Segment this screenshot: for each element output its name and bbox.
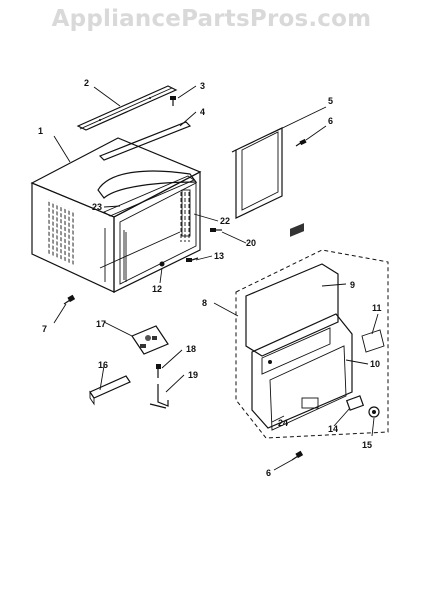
screw-3 <box>170 96 176 106</box>
callout-11: 11 <box>372 303 382 313</box>
screw-20 <box>210 228 222 232</box>
screw-12 <box>159 261 165 267</box>
callout-17: 17 <box>96 319 106 329</box>
rear-grille-part <box>231 127 283 219</box>
callout-24: 24 <box>278 418 288 428</box>
callout-1: 1 <box>38 126 43 136</box>
screw-18 <box>156 364 161 378</box>
callout-9: 9 <box>350 280 355 290</box>
callout-7: 7 <box>42 324 47 334</box>
seal-strip-part <box>98 121 192 161</box>
screw-13 <box>186 257 199 262</box>
watermark-logo: AppliancePartsPros.com <box>51 6 372 32</box>
front-panel-assembly-box <box>235 249 389 439</box>
callout-5: 5 <box>328 96 333 106</box>
fastener-15 <box>368 406 380 418</box>
screw-6-top <box>295 138 307 147</box>
side-seal-part <box>181 189 191 237</box>
callout-13: 13 <box>214 251 224 261</box>
callout-23: 23 <box>92 202 102 212</box>
callout-19: 19 <box>188 370 198 380</box>
top-rail-part <box>76 85 178 131</box>
callout-2: 2 <box>84 78 89 88</box>
insulation-part <box>97 170 198 217</box>
callout-10: 10 <box>370 359 380 369</box>
front-panel-part <box>251 223 353 431</box>
callout-3: 3 <box>200 81 205 91</box>
callout-8: 8 <box>202 298 207 308</box>
callout-12: 12 <box>152 284 162 294</box>
callout-22: 22 <box>220 216 230 226</box>
callout-15: 15 <box>362 440 372 450</box>
callout-20: 20 <box>246 238 256 248</box>
callout-18: 18 <box>186 344 196 354</box>
callout-14: 14 <box>328 424 338 434</box>
cabinet-part <box>30 137 202 293</box>
control-box-part <box>131 325 169 355</box>
knob-14 <box>345 395 365 411</box>
screw-7 <box>63 294 76 305</box>
leader-lines <box>53 85 379 471</box>
screw-6-bottom <box>291 450 304 461</box>
callout-6-top: 6 <box>328 116 333 126</box>
air-filter-part <box>245 263 339 357</box>
mount-bracket-part <box>149 384 169 409</box>
callout-16: 16 <box>98 360 108 370</box>
callout-6-bottom: 6 <box>266 468 271 478</box>
control-knob-part <box>361 329 385 353</box>
bracket-bar-part <box>89 375 131 406</box>
callout-4: 4 <box>200 107 205 117</box>
